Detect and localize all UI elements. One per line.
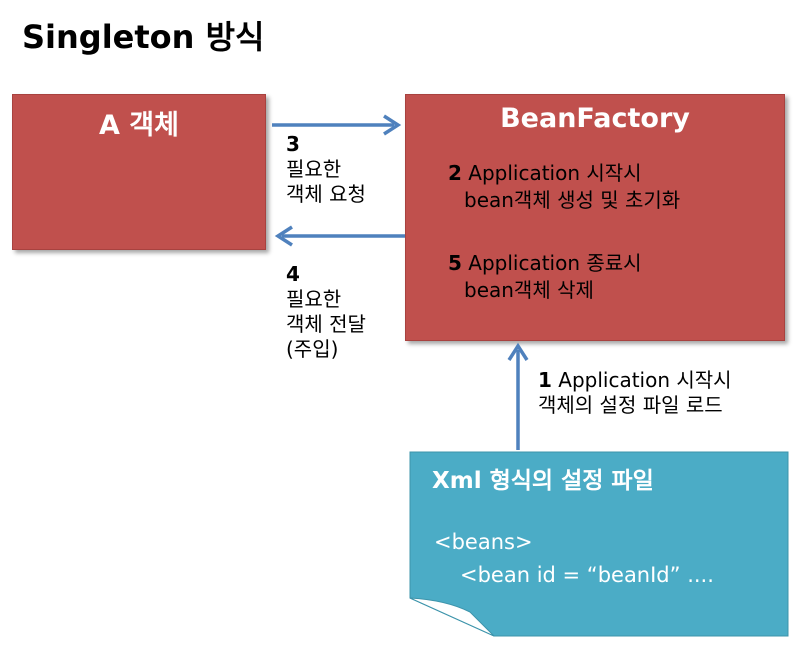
xml-file-title: Xml 형식의 설정 파일 <box>432 468 654 494</box>
deliver-label: 4 필요한 객체 전달 (주입) <box>286 262 366 362</box>
deliver-text-3: (주입) <box>286 337 339 361</box>
deliver-number: 4 <box>286 262 300 286</box>
request-label: 3 필요한 객체 요청 <box>286 132 366 207</box>
load-arrow <box>507 342 529 450</box>
step5-number: 5 <box>448 251 462 275</box>
request-number: 3 <box>286 132 300 156</box>
step2-text-1: Application 시작시 <box>468 161 642 185</box>
bean-factory-step2-line1: 2 Application 시작시 <box>448 157 642 186</box>
xml-code-line-2: <bean id = “beanId” .... <box>460 563 714 587</box>
step5-text-1: Application 종료시 <box>468 251 642 275</box>
load-label: 1 Application 시작시 객체의 설정 파일 로드 <box>538 368 732 418</box>
request-text-1: 필요한 <box>286 157 342 181</box>
bean-factory-label: BeanFactory <box>500 103 690 134</box>
a-object-box: A 객체 <box>12 94 266 250</box>
step2-text-2: bean객체 생성 및 초기화 <box>464 188 681 212</box>
load-line-1: 1 Application 시작시 <box>538 368 732 393</box>
deliver-text-1: 필요한 <box>286 287 342 311</box>
bean-factory-box: BeanFactory 2 Application 시작시 bean객체 생성 … <box>405 94 785 341</box>
page-title: Singleton 방식 <box>22 18 265 56</box>
step2-number: 2 <box>448 161 462 185</box>
load-text-2: 객체의 설정 파일 로드 <box>538 393 723 417</box>
step5-text-2: bean객체 삭제 <box>464 278 594 302</box>
load-number: 1 <box>538 368 552 392</box>
xml-code-line-1: <beans> <box>434 530 533 554</box>
deliver-text-2: 객체 전달 <box>286 312 366 336</box>
deliver-arrow <box>274 225 405 247</box>
load-text-1: Application 시작시 <box>558 368 732 392</box>
bean-factory-step5-line1: 5 Application 종료시 <box>448 247 642 276</box>
request-text-2: 객체 요청 <box>286 182 366 206</box>
a-object-label: A 객체 <box>99 110 179 141</box>
